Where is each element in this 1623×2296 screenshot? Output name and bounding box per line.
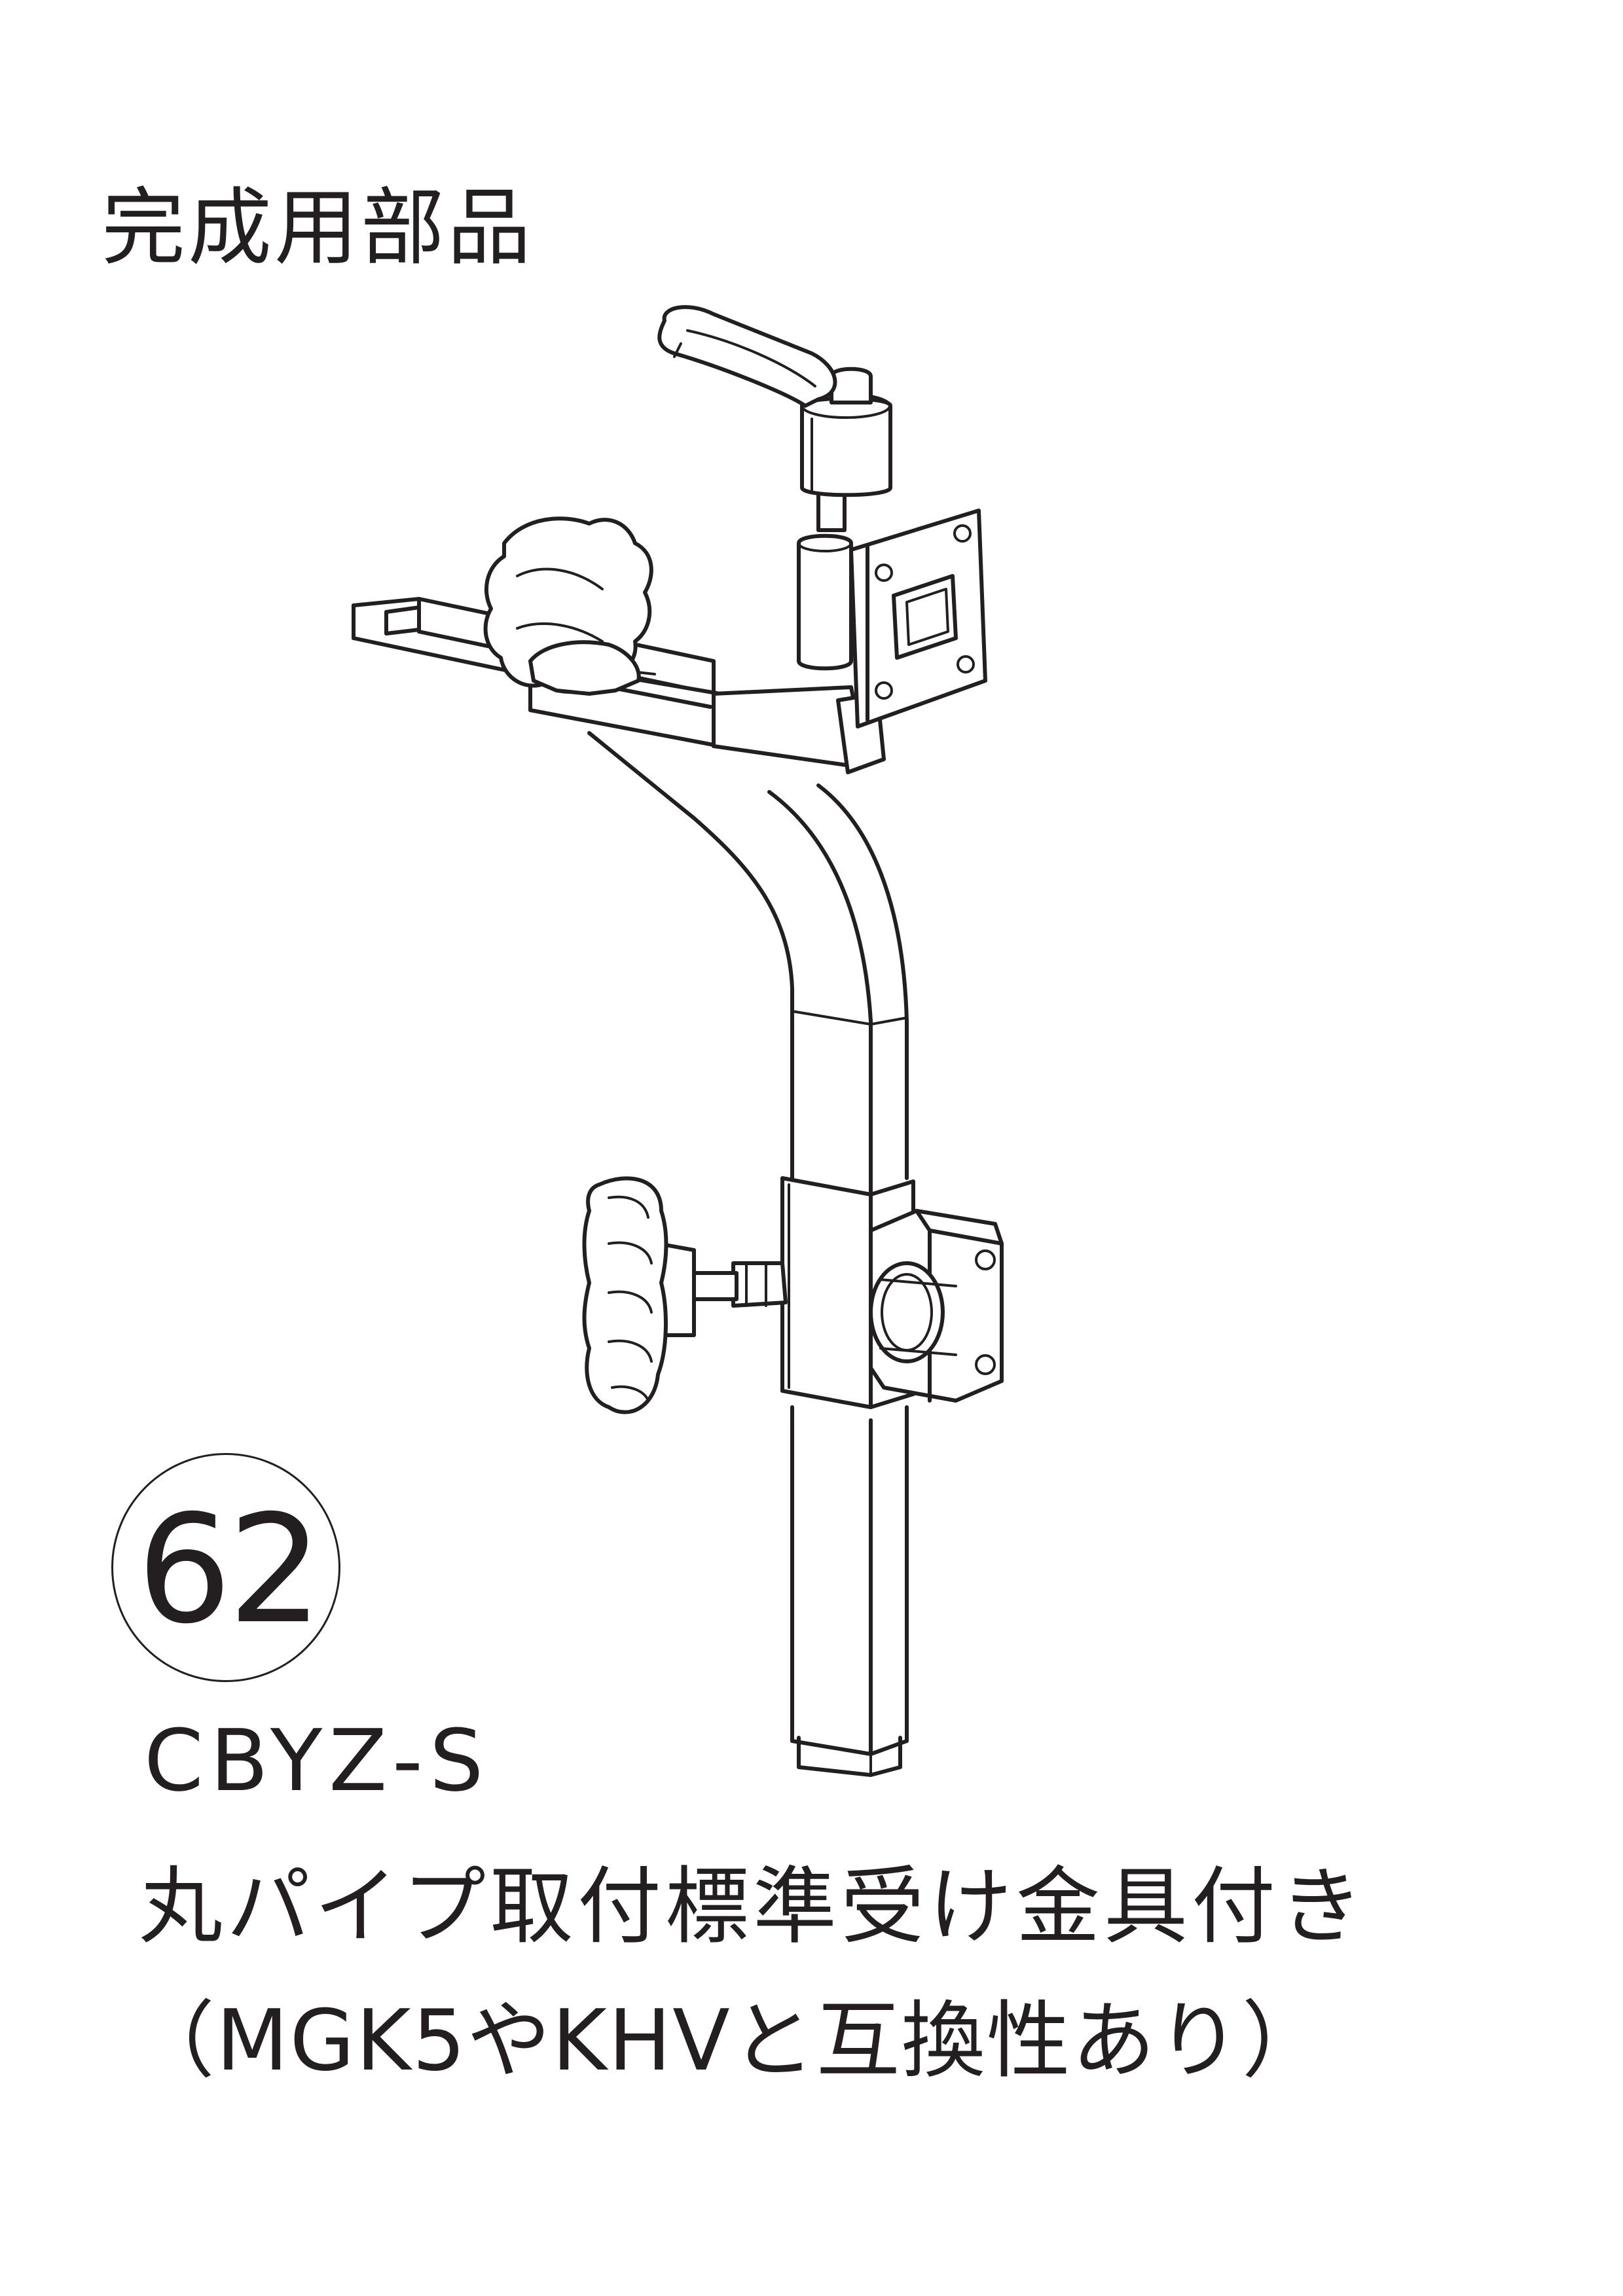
top-knob <box>483 516 653 696</box>
pipe-clamp <box>869 1209 1004 1403</box>
page-heading: 完成用部品 <box>101 179 534 277</box>
bent-tube <box>587 731 909 1193</box>
item-number: 62 <box>136 1482 323 1657</box>
description-line-2: （MGK5やKHVと互換性あり） <box>131 1992 1327 2090</box>
vertical-post <box>790 1405 909 1777</box>
description-line-1: 丸パイプ取付標準受け金具付き <box>139 1858 1368 1956</box>
side-knob <box>582 1176 788 1414</box>
mounting-plate <box>849 509 987 728</box>
item-number-badge: 62 <box>111 1453 340 1682</box>
model-code: CBYZ-S <box>144 1711 490 1810</box>
lever-handle <box>657 305 892 671</box>
